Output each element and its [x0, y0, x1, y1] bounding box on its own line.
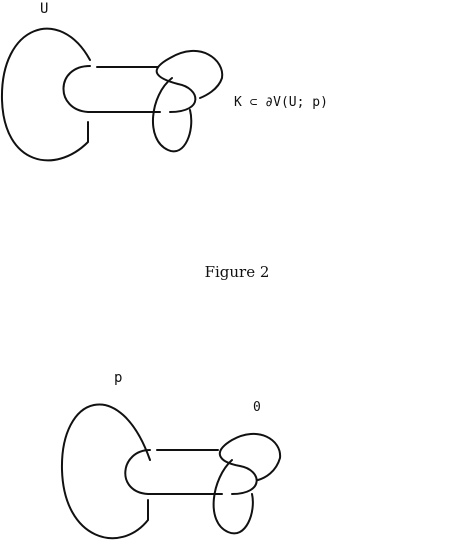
bottom-band-clasp-loop	[212, 459, 254, 535]
bottom-band-left-end	[124, 449, 223, 495]
top-band-clasp-over	[155, 49, 224, 113]
bottom-band-clasp-over	[218, 433, 282, 495]
top-band-clasp-loop	[152, 77, 193, 153]
top-unknot-component	[0, 27, 91, 162]
figure-caption: Figure 2	[205, 263, 270, 281]
bottom-knot-label: 0	[253, 400, 261, 415]
top-band-left-end	[62, 65, 161, 113]
top-knot-label: K ⊂ ∂V(U; p)	[234, 95, 328, 110]
bottom-unknot-component	[60, 403, 151, 540]
top-link-diagram	[0, 27, 224, 162]
bottom-link-diagram	[60, 403, 282, 540]
top-component-label: U	[40, 1, 48, 17]
bottom-component-label: p	[114, 370, 122, 386]
